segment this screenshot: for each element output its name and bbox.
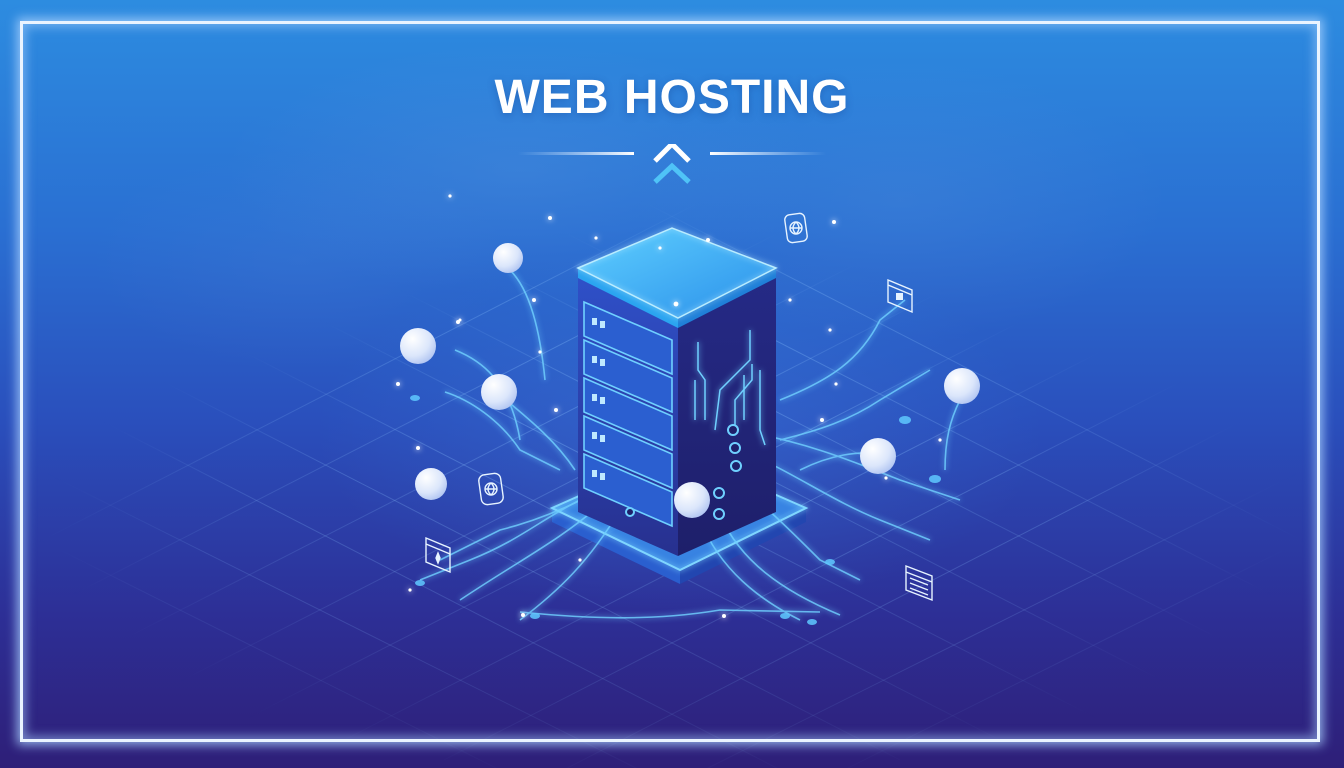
side-ports xyxy=(625,424,742,520)
globe-icon xyxy=(784,212,808,244)
double-chevron-up-icon xyxy=(653,144,691,184)
node xyxy=(481,374,517,410)
server-unit xyxy=(583,338,673,414)
server-unit xyxy=(583,414,673,490)
browser-window-icon xyxy=(887,278,913,314)
side-circuit xyxy=(694,330,766,446)
node xyxy=(860,438,896,474)
server-unit xyxy=(583,300,673,376)
node xyxy=(493,243,523,273)
server-unit xyxy=(583,452,673,528)
node xyxy=(400,328,436,364)
server-units xyxy=(583,300,673,528)
node xyxy=(415,468,447,500)
title-divider xyxy=(518,144,826,184)
glowing-frame xyxy=(20,21,1320,742)
network-nodes xyxy=(400,243,980,518)
globe-icon xyxy=(478,472,504,506)
sparkles xyxy=(396,194,942,618)
document-window-icon xyxy=(905,564,933,602)
browser-window-icon xyxy=(425,536,451,574)
node xyxy=(674,482,710,518)
trace-endpoints xyxy=(410,395,941,625)
page-title: WEB HOSTING xyxy=(494,71,850,124)
node xyxy=(944,368,980,404)
server-unit xyxy=(583,376,673,452)
